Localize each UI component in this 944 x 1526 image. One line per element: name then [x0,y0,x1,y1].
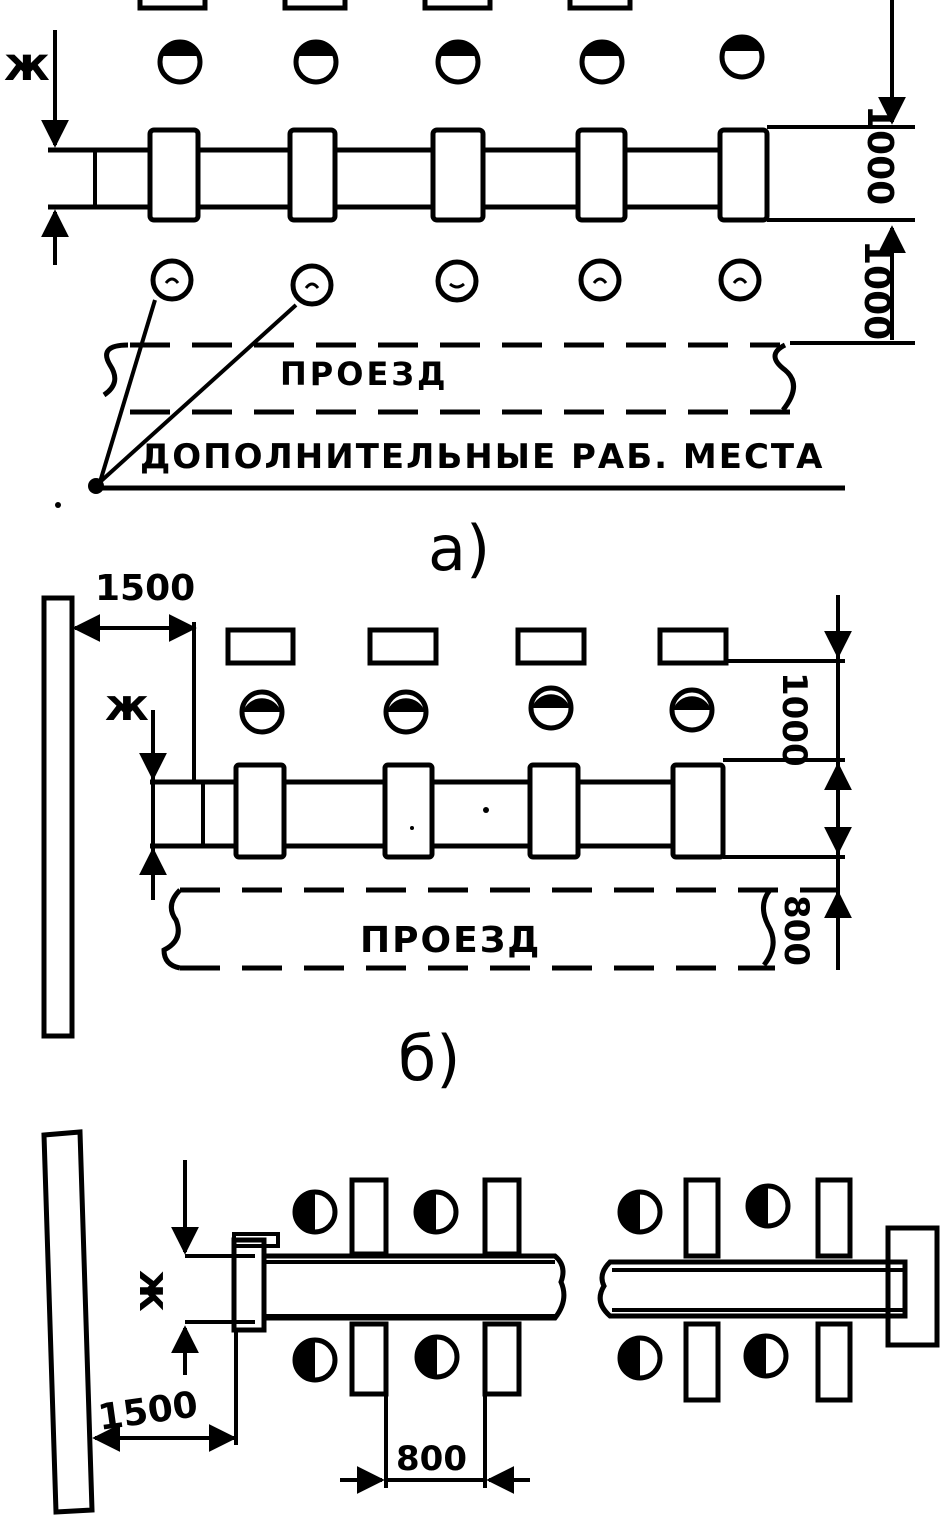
additional-workplaces-a: ДОПОЛНИТЕЛЬНЫЕ РАБ. МЕСТА [55,299,845,508]
right-dimensions-a: 1000 1000 [790,0,915,345]
axis-dimension-c: ж [130,1160,255,1375]
machine [233,762,287,860]
aisle-b: ПРОЕЗД [161,887,845,971]
axis-dimension-b: ж [105,680,167,900]
machine [430,127,486,223]
operator-positions-upper [157,34,765,85]
right-dimensions-b: 1000 800 [774,595,852,970]
wall-offset-dimension-b: 1500 [72,568,197,780]
wall [41,595,75,1039]
operator-positions-b [239,685,715,735]
conveyor-left-c [231,1232,567,1333]
extra-places-label: ДОПОЛНИТЕЛЬНЫЕ РАБ. МЕСТА [140,437,824,477]
conveyor-line-a [48,125,915,223]
axis-letter-b: ж [105,680,149,731]
caption-a: а) [428,512,490,585]
machine [575,127,628,223]
machine [287,127,338,223]
diagram-b: 1500 [41,568,852,1095]
dimension-lower: 1000 [856,240,897,340]
aisle-label: ПРОЕЗД [280,355,449,393]
wall-c [41,1129,95,1515]
left-units-c [292,1177,522,1397]
wall-offset-c: 1500 [96,1384,201,1439]
wall-offset-b: 1500 [95,568,195,609]
diagram-a: ж 1000 1000 ПРОЕЗД ДОПОЛНИТЕЛЬНЫЕ РАБ. М… [4,0,915,585]
right-units-c [597,1177,940,1403]
axis-letter: ж [4,37,50,91]
dimension-aisle-b: 800 [776,895,816,966]
spacing-c: 800 [396,1439,467,1479]
axis-dimension-a: ж [4,30,69,265]
spacing-dimension-c: 800 [340,1394,530,1494]
aisle-label-b: ПРОЕЗД [360,920,541,961]
machine [147,127,201,223]
conveyor-line-b [150,758,845,860]
dimension-right-b: 1000 [774,672,814,767]
dimension-upper: 1000 [859,105,900,205]
top-units-b [225,627,845,666]
aisle-a: ПРОЕЗД [102,342,796,415]
wall-offset-dimension-c: 1500 [92,1330,238,1452]
top-partial-machines [137,0,633,11]
caption-b: б) [398,1022,460,1095]
machine [527,762,581,860]
machine [670,762,726,860]
diagram-c: ж 1500 [41,1129,940,1515]
machine [717,127,770,223]
axis-letter-c: ж [130,1270,179,1312]
operator-positions-lower [150,258,762,307]
machine [382,762,435,860]
